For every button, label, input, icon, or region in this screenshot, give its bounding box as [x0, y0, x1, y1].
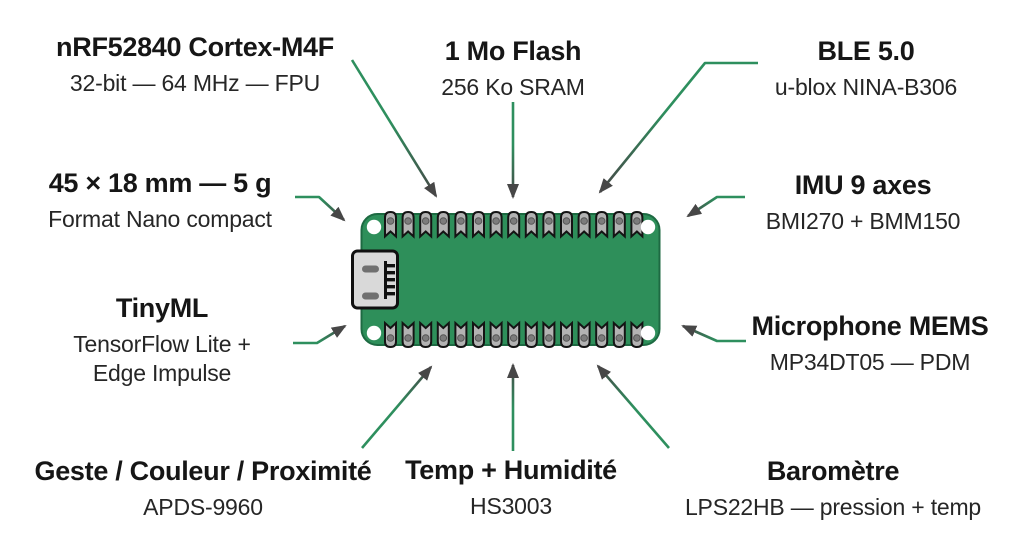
callout-title: BLE 5.0: [817, 36, 915, 66]
callout-imu: IMU 9 axes BMI270 + BMM150: [766, 170, 961, 236]
arrow-mcu: [350, 59, 438, 198]
dev-board: [351, 210, 661, 349]
callout-subtitle: LPS22HB — pression + temp: [684, 493, 982, 520]
pin-header-top: [384, 210, 644, 239]
pin-hole: [404, 334, 412, 342]
usb-slot: [362, 292, 379, 300]
pin-hole: [386, 334, 395, 342]
arrow-tinyml: [293, 324, 347, 345]
callout-subtitle: BMI270 + BMM150: [765, 207, 961, 234]
pin-hole: [545, 217, 553, 225]
callout-title: Baromètre: [766, 456, 900, 486]
callout-subtitle: u-blox NINA-B306: [774, 73, 958, 100]
pin-hole: [527, 334, 536, 342]
micro-usb-connector: [351, 249, 399, 310]
pin-hole: [633, 334, 641, 342]
arrow-dimensions: [295, 195, 346, 222]
mounting-hole: [640, 325, 656, 341]
pin-hole: [597, 217, 606, 225]
pin-hole: [509, 217, 518, 225]
callout-title: 45 × 18 mm — 5 g: [48, 168, 272, 198]
callout-subtitle: MP34DT05 — PDM: [769, 348, 971, 375]
callout-flash: 1 Mo Flash 256 Ko SRAM: [441, 36, 585, 102]
mounting-hole: [640, 219, 656, 235]
callout-title: TinyML: [115, 293, 209, 323]
arrow-gesture: [361, 365, 433, 449]
callout-title: IMU 9 axes: [794, 170, 932, 200]
callout-title: Geste / Couleur / Proximité: [34, 456, 372, 486]
callout-subtitle: HS3003: [470, 492, 552, 519]
callout-subtitle: 32-bit — 64 MHz — FPU: [69, 69, 321, 96]
pin-hole: [439, 217, 448, 225]
pin-hole: [457, 217, 465, 225]
callout-subtitle: TensorFlow Lite + Edge Impulse: [73, 330, 251, 386]
arrow-ble: [598, 61, 758, 194]
pin-hole: [404, 217, 412, 225]
pin-hole: [615, 217, 624, 225]
usb-contact-comb: [384, 261, 395, 299]
pin-header-bottom: [384, 320, 644, 349]
pin-hole: [580, 334, 588, 342]
pin-hole: [492, 217, 500, 225]
callout-microphone: Microphone MEMS MP34DT05 — PDM: [752, 311, 989, 377]
callout-subtitle: APDS-9960: [143, 493, 263, 520]
pin-hole: [615, 334, 624, 342]
callout-gesture: Geste / Couleur / Proximité APDS-9960: [35, 456, 372, 522]
pin-hole: [474, 217, 483, 225]
pin-hole: [545, 334, 553, 342]
pin-hole: [580, 217, 588, 225]
callout-subtitle: Format Nano compact: [48, 205, 272, 232]
usb-slot: [362, 265, 379, 273]
callout-tinyml: TinyML TensorFlow Lite + Edge Impulse: [53, 293, 271, 387]
pin-hole: [386, 217, 395, 225]
callout-mcu: nRF52840 Cortex-M4F 32-bit — 64 MHz — FP…: [56, 32, 334, 98]
callout-title: Microphone MEMS: [751, 311, 989, 341]
callout-barometer: Baromètre LPS22HB — pression + temp: [685, 456, 981, 522]
mounting-hole: [366, 325, 382, 341]
pin-hole: [527, 217, 536, 225]
callout-title: Temp + Humidité: [405, 455, 617, 485]
pin-hole: [439, 334, 448, 342]
mounting-hole: [366, 219, 382, 235]
callout-title: nRF52840 Cortex-M4F: [56, 32, 334, 62]
mounting-holes: [366, 219, 656, 341]
pin-hole: [509, 334, 518, 342]
pin-hole: [421, 334, 430, 342]
callout-temp-humidity: Temp + Humidité HS3003: [405, 455, 617, 521]
pin-hole: [457, 334, 465, 342]
callout-title: 1 Mo Flash: [444, 36, 582, 66]
arrow-barometer: [596, 364, 670, 449]
arrow-imu: [686, 195, 745, 218]
pin-hole: [562, 334, 571, 342]
callout-ble: BLE 5.0 u-blox NINA-B306: [775, 36, 957, 102]
callout-dimensions: 45 × 18 mm — 5 g Format Nano compact: [48, 168, 272, 234]
callout-arrows: [293, 59, 758, 451]
pin-hole: [597, 334, 606, 342]
pin-hole: [633, 217, 641, 225]
callout-subtitle: 256 Ko SRAM: [441, 73, 585, 100]
pin-hole: [492, 334, 500, 342]
pin-hole: [474, 334, 483, 342]
arrow-microphone: [681, 324, 746, 343]
pin-hole: [421, 217, 430, 225]
pin-hole: [562, 217, 571, 225]
